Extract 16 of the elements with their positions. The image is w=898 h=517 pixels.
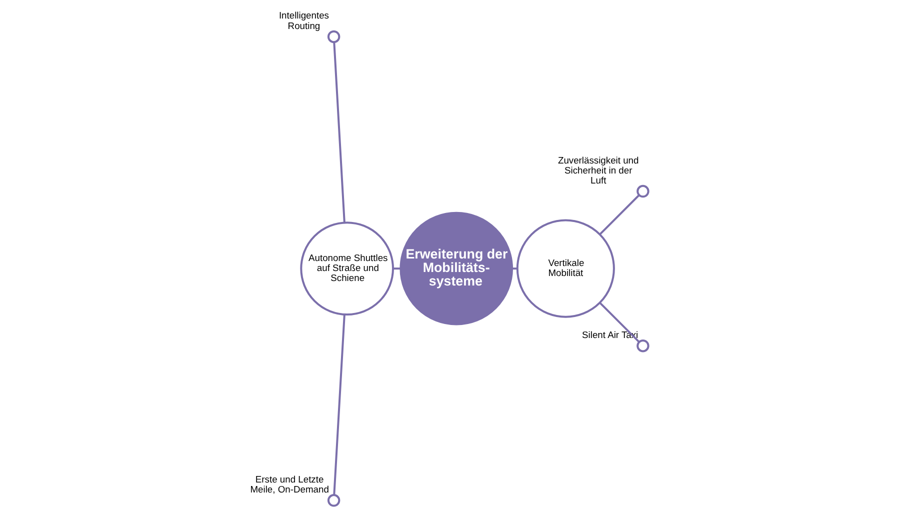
node-label: Intelligentes Routing	[278, 10, 329, 31]
connector	[598, 302, 640, 343]
node-label: Erste und Letzte Meile, On-Demand	[250, 474, 328, 494]
connector	[332, 314, 345, 495]
connector	[512, 268, 517, 270]
node-circle	[636, 339, 649, 352]
node-circle: Erweiterung der Mobilitäts- systeme	[399, 212, 513, 326]
node-circle: Vertikale Mobilität	[516, 219, 614, 318]
connector	[598, 194, 640, 235]
node-circle	[326, 30, 340, 44]
node-label: Zuverlässigkeit und Sicherheit in der Luft	[557, 155, 638, 186]
node-circle	[326, 494, 340, 507]
node-circle	[636, 184, 649, 198]
connector	[392, 268, 400, 270]
node-circle: Autonome Shuttles auf Straße und Schiene	[300, 222, 394, 316]
connector	[332, 42, 345, 223]
